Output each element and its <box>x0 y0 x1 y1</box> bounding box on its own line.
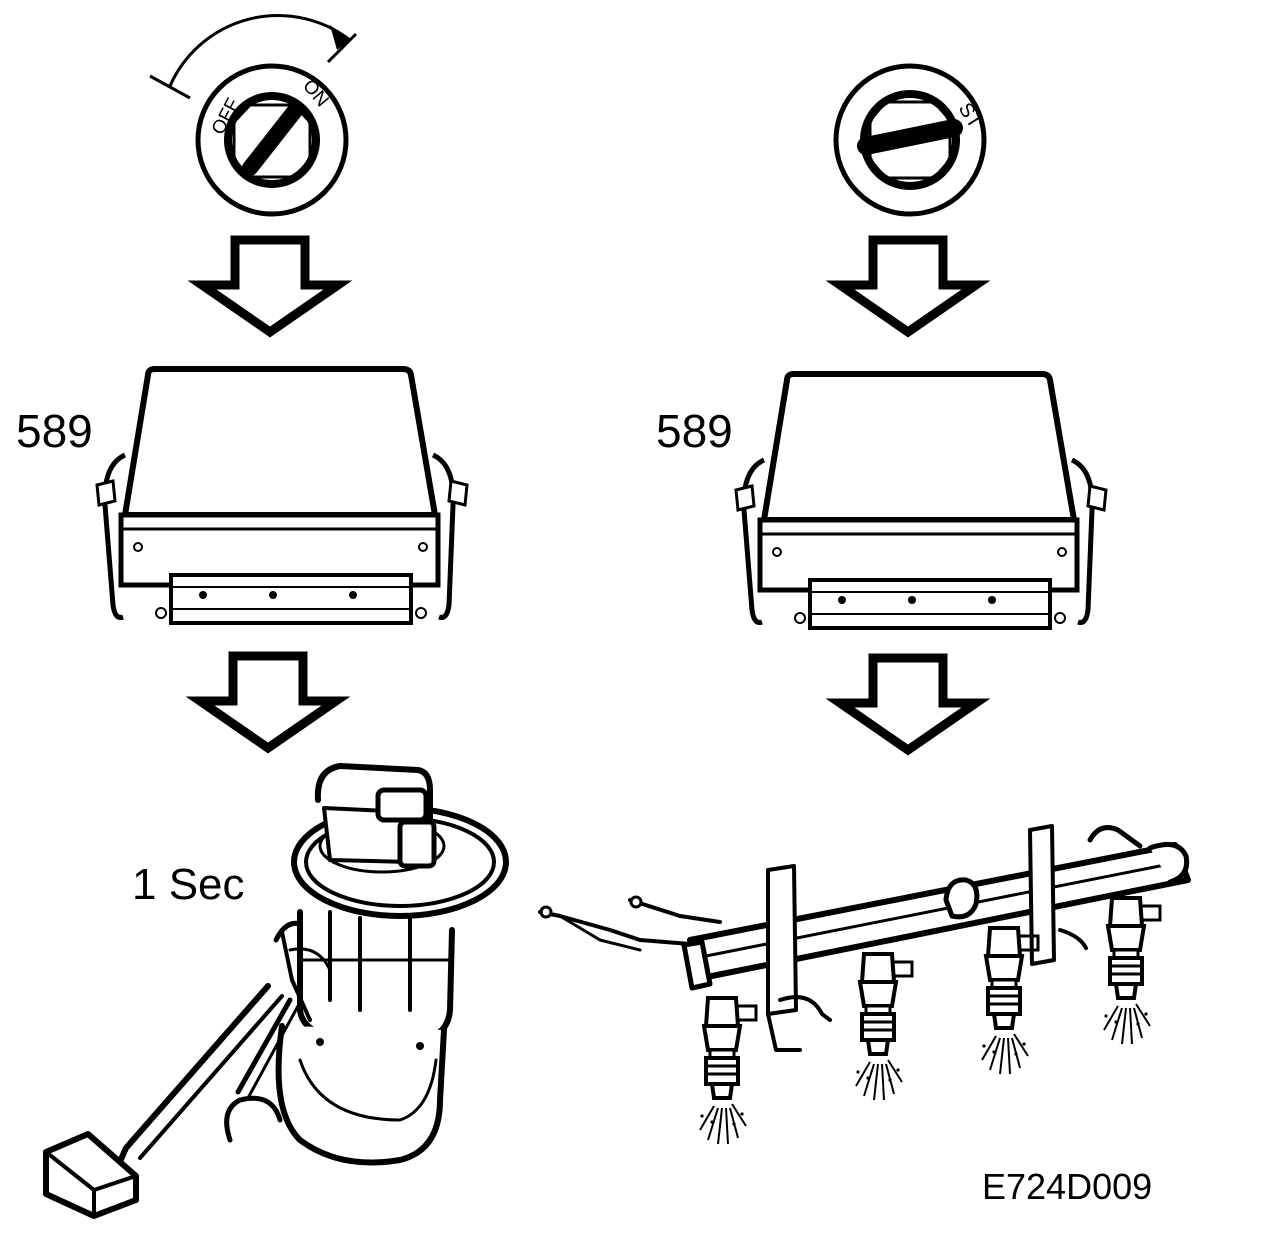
fuel-injector <box>698 996 758 1146</box>
fuel-injector <box>1102 896 1162 1046</box>
duration-label: 1 Sec <box>132 860 245 909</box>
ecu-label-left: 589 <box>16 405 93 457</box>
fuel-injector <box>854 952 914 1102</box>
figure-code: E724D009 <box>982 1166 1153 1207</box>
control-module-589 <box>97 369 467 623</box>
fuel-injector <box>980 926 1040 1076</box>
flow-arrow-down <box>202 240 338 332</box>
fuel-pump-assembly <box>43 763 509 1219</box>
ecu-label-right: 589 <box>656 405 733 457</box>
flow-arrow-down <box>840 240 976 332</box>
flow-arrow-down <box>840 658 976 750</box>
ignition-switch-start: ST <box>833 63 987 217</box>
fuel-rail-injectors <box>538 824 1191 1052</box>
ignition-switch-off-on: OFF ON <box>149 14 358 217</box>
control-module-589 <box>736 374 1106 628</box>
flow-arrow-down <box>200 656 336 748</box>
